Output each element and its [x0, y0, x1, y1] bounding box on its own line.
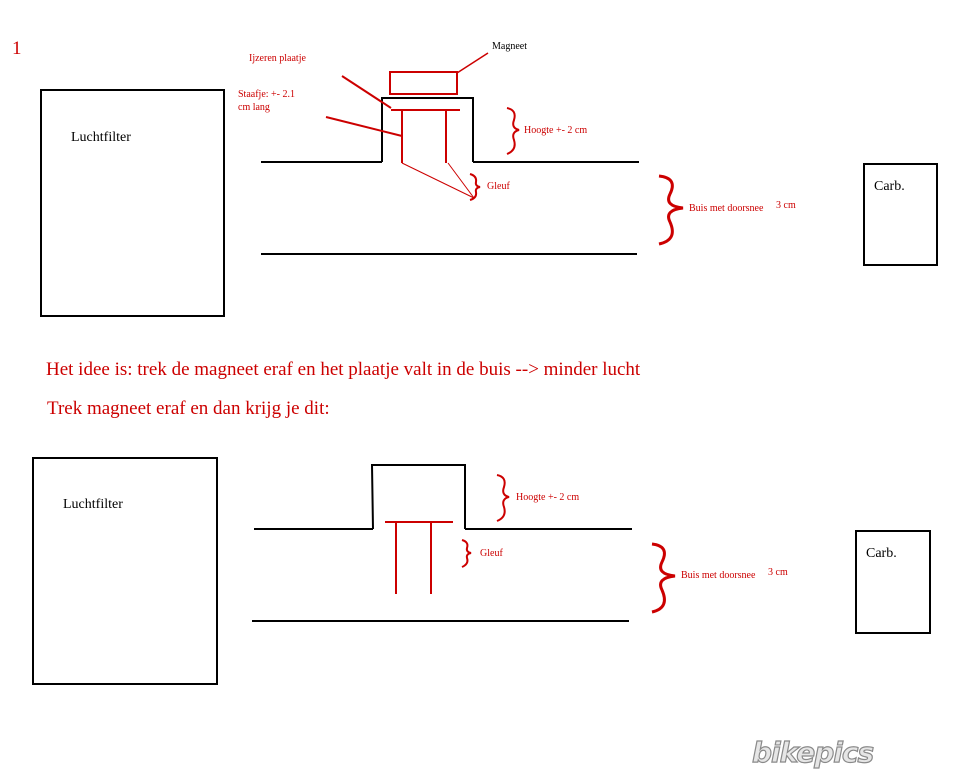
top-air-filter-box [40, 89, 225, 317]
caption-idea: Het idee is: trek de magneet eraf en het… [46, 359, 641, 380]
top-tube-size-label: 3 cm [776, 200, 796, 211]
top-iron-plate-label: Ijzeren plaatje [249, 53, 306, 64]
top-air-filter-label: Luchtfilter [71, 130, 131, 145]
top-carb-label: Carb. [874, 179, 905, 194]
bottom-slot-brace [461, 539, 472, 568]
top-magnet [389, 71, 458, 95]
top-rod-leader [325, 116, 403, 137]
watermark-text: bikepics [752, 736, 873, 769]
top-magnet-leader [456, 52, 489, 74]
top-slot-brace [469, 173, 481, 201]
bottom-tube-brace [651, 542, 676, 614]
top-magnet-label: Magneet [492, 41, 527, 52]
top-rod-label-line1: Staafje: +- 2.1 [238, 89, 295, 100]
bottom-carb-label: Carb. [866, 546, 897, 561]
bottom-carb-box [855, 530, 931, 634]
top-diagram: Luchtfilter Carb. Magneet Ijzeren pla [40, 41, 938, 317]
bikepics-watermark-logo: bikepics [751, 735, 875, 769]
step-number: 1 [12, 38, 22, 59]
bottom-slot-label: Gleuf [480, 548, 503, 559]
top-carb-box [863, 163, 938, 266]
bottom-height-label: Hoogte +- 2 cm [516, 492, 579, 503]
bottom-diagram: Luchtfilter Carb. Hoogte +- 2 cm Gleuf B… [32, 457, 931, 685]
bottom-height-brace [496, 474, 510, 522]
top-slot-label: Gleuf [487, 181, 510, 192]
bottom-housing [370, 464, 466, 530]
bottom-tube-size-label: 3 cm [768, 567, 788, 578]
top-tube-brace [658, 174, 684, 246]
top-rod-label-line2: cm lang [238, 102, 270, 113]
top-height-label: Hoogte +- 2 cm [524, 125, 587, 136]
bottom-air-filter-box [32, 457, 218, 685]
top-slot-leader-1 [401, 162, 475, 199]
top-tube-label: Buis met doorsnee [689, 203, 764, 214]
top-housing [381, 97, 474, 162]
bottom-air-filter-label: Luchtfilter [63, 497, 123, 512]
top-iron-plate-leader [341, 75, 392, 109]
caption-result: Trek magneet eraf en dan krijg je dit: [47, 398, 330, 419]
top-slot-leader-2 [447, 162, 475, 199]
bottom-tube-label: Buis met doorsnee [681, 570, 756, 581]
top-height-brace [506, 107, 520, 155]
